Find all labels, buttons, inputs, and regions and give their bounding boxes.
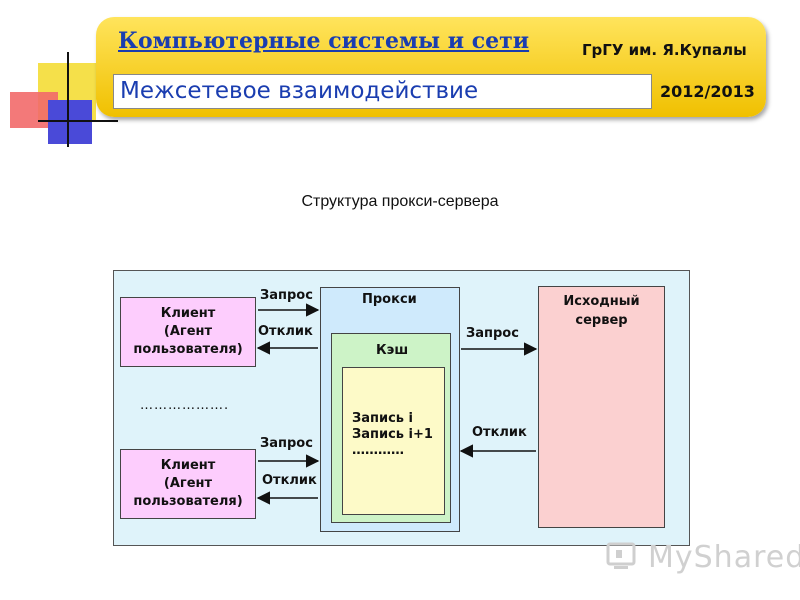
client-top-line-1: Клиент xyxy=(160,306,216,321)
client-box-top: Клиент (Агент пользователя) xyxy=(120,297,256,367)
proxy-label: Прокси xyxy=(362,292,417,307)
client-top-line-3: пользователя) xyxy=(133,342,243,357)
response-label-bottom-client: Отклик xyxy=(262,473,317,488)
origin-server-label: Исходный сервер xyxy=(538,292,665,330)
origin-server-box xyxy=(538,286,665,528)
client-box-bottom: Клиент (Агент пользователя) xyxy=(120,449,256,519)
client-bottom-line-3: пользователя) xyxy=(133,494,243,509)
decor-horizontal-line xyxy=(38,120,118,122)
watermark-text: MyShared xyxy=(648,540,800,575)
client-bottom-line-2: (Агент xyxy=(163,476,213,491)
academic-year: 2012/2013 xyxy=(660,82,755,101)
record-i: Запись i xyxy=(352,411,414,426)
subtitle-box xyxy=(113,74,652,109)
cache-label: Кэш xyxy=(376,343,409,358)
clients-ellipsis: ………………. xyxy=(140,398,230,413)
request-label-bottom-client: Запрос xyxy=(260,436,313,451)
records-list: Запись i Запись i+1 ………… xyxy=(352,411,433,459)
watermark-logo-icon xyxy=(606,542,636,569)
client-top-line-2: (Агент xyxy=(163,324,213,339)
origin-label-line-2: сервер xyxy=(575,313,628,328)
decor-vertical-line xyxy=(67,52,69,147)
records-box xyxy=(342,367,445,515)
decor-blue-square xyxy=(48,100,92,144)
slide-subtitle: Межсетевое взаимодействие xyxy=(120,78,479,104)
record-ellipsis: ………… xyxy=(352,443,404,458)
record-i-plus-1: Запись i+1 xyxy=(352,427,433,442)
response-label-origin: Отклик xyxy=(472,425,527,440)
course-title[interactable]: Компьютерные системы и сети xyxy=(118,28,530,54)
origin-label-line-1: Исходный xyxy=(563,294,640,309)
client-bottom-line-1: Клиент xyxy=(160,458,216,473)
request-label-origin: Запрос xyxy=(466,326,519,341)
diagram-caption: Структура прокси-сервера xyxy=(301,193,499,210)
response-label-top-client: Отклик xyxy=(258,324,313,339)
university-name: ГрГУ им. Я.Купалы xyxy=(582,41,747,59)
request-label-top-client: Запрос xyxy=(260,288,313,303)
